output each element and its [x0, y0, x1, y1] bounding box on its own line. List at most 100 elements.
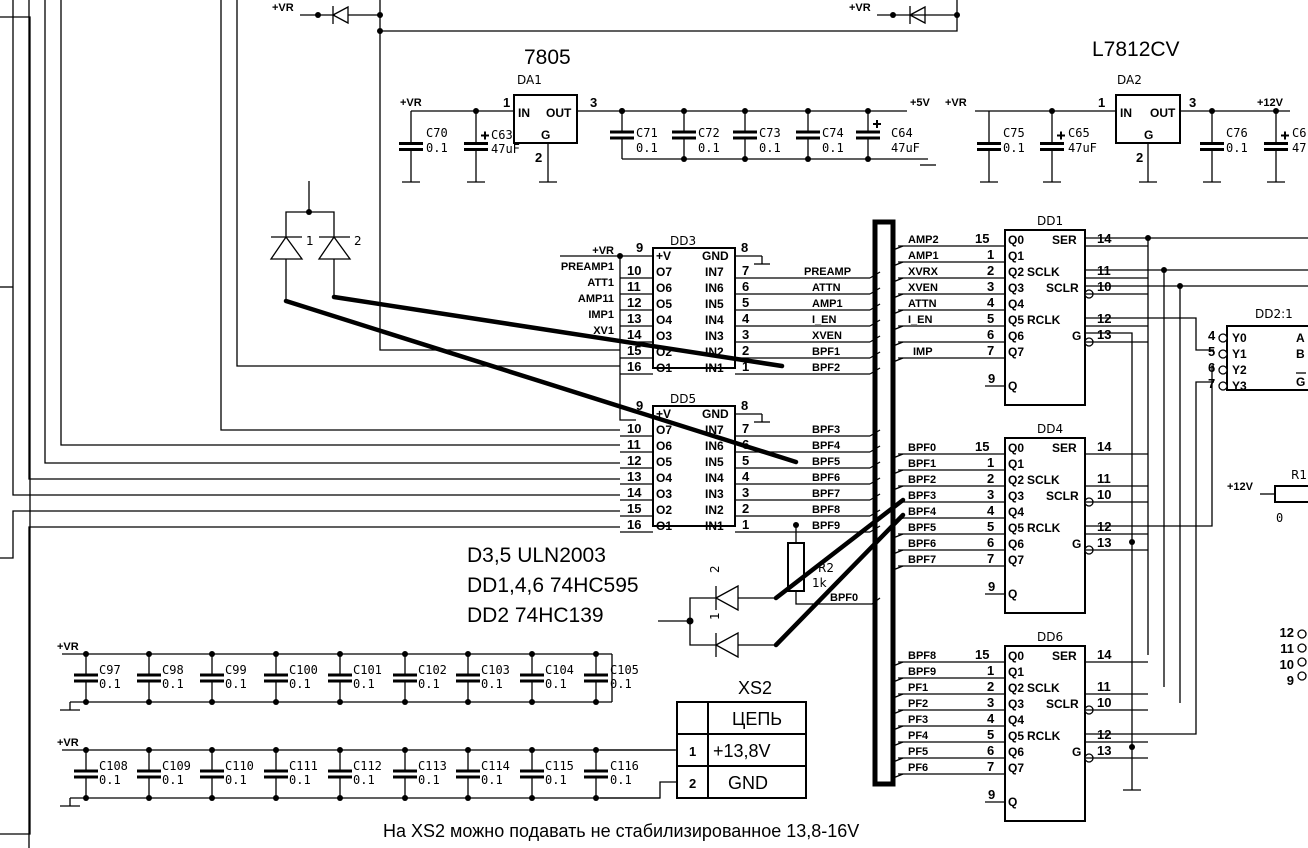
decoder-output-label: Y1 — [1232, 347, 1247, 361]
row2-supply-label: +VR — [57, 737, 79, 749]
da1-vr-label: +VR — [400, 97, 422, 109]
uln-out-label: O7 — [656, 423, 672, 437]
shift-q-label: Q4 — [1008, 505, 1024, 519]
reg-cap-value: 0.1 — [636, 141, 658, 155]
shift-net-label: BPF1 — [908, 458, 936, 470]
decoupling-cap-ref: C108 — [99, 759, 128, 773]
shift-q-pin: 15 — [975, 647, 989, 662]
bus-entry — [892, 677, 904, 683]
da1-part: 7805 — [524, 46, 571, 69]
shift-q-label: Q2 — [1008, 473, 1024, 487]
junction-dot — [402, 651, 408, 657]
bus-entry — [892, 741, 904, 747]
uln-left-net: IMP1 — [588, 309, 614, 321]
decoder-pin: 7 — [1208, 376, 1215, 391]
shift-qout-pin: 9 — [988, 787, 995, 802]
shift-q-pin: 4 — [987, 503, 995, 518]
bus-entry — [892, 485, 904, 491]
uln-right-pin: 4 — [742, 311, 750, 326]
shift-q-label: Q2 — [1008, 681, 1024, 695]
junction-dot — [473, 108, 479, 114]
uln-left-pin: 15 — [627, 501, 641, 516]
reg-cap-ref: C74 — [822, 126, 844, 140]
junction-dot — [465, 795, 471, 801]
uln-ref: DD3 — [670, 234, 696, 248]
uln-net-label: BPF6 — [812, 472, 840, 484]
shift-sclr-label: SCLR — [1046, 281, 1079, 295]
decoupling-cap-value: 0.1 — [99, 677, 121, 691]
inversion-bubble — [1297, 629, 1307, 639]
decoder-output-label: Y3 — [1232, 379, 1247, 393]
shift-q-pin: 1 — [987, 455, 994, 470]
junction-dot — [402, 747, 408, 753]
uln-left-pin: 12 — [627, 295, 641, 310]
uln-net-label: BPF4 — [812, 440, 841, 452]
note-uln: D3,5 ULN2003 — [467, 544, 606, 567]
thick-overlay-strokes — [283, 294, 906, 648]
junction-dot — [273, 747, 279, 753]
uln-net-label: BPF1 — [812, 346, 840, 358]
shift-net-label: XVRX — [908, 266, 939, 278]
shift-q-pin: 6 — [987, 535, 994, 550]
uln-in-label: IN5 — [705, 297, 724, 311]
decoder-pin: 4 — [1208, 328, 1216, 343]
reg-cap-value: 0.1 — [1003, 141, 1025, 155]
shift-q-pin: 2 — [987, 263, 994, 278]
edge-pin-label: 9 — [1287, 673, 1294, 688]
uln-left-pin: 15 — [627, 343, 641, 358]
reg-cap-ref: C76 — [1226, 126, 1248, 140]
r1-value: 0 — [1276, 511, 1283, 525]
uln-ref: DD5 — [670, 392, 696, 406]
bus-entry — [892, 565, 904, 571]
uln-right-pin: 1 — [742, 359, 749, 374]
shift-sclk-pin: 11 — [1097, 679, 1111, 694]
reg-cap-value: 47uF — [491, 142, 520, 156]
shift-q-label: Q4 — [1008, 297, 1024, 311]
shift-q-label: Q1 — [1008, 665, 1024, 679]
uln-net-label: PREAMP — [804, 266, 851, 278]
shift-net-label: ATTN — [908, 298, 937, 310]
shift-net-label: PF5 — [908, 746, 928, 758]
shift-q-pin: 1 — [987, 663, 994, 678]
inversion-bubble — [1218, 381, 1228, 391]
uln-in-label: IN2 — [705, 503, 724, 517]
xs2-ref: XS2 — [738, 678, 772, 698]
uln-left-pin: 10 — [627, 263, 641, 278]
junction-dot — [83, 699, 89, 705]
uln-left-net: +VR — [592, 245, 614, 257]
junction-dot — [83, 651, 89, 657]
bus-entry — [892, 533, 904, 539]
shift-net-label: BPF3 — [908, 490, 936, 502]
p12v-label: +12V — [1257, 97, 1284, 109]
uln-in-label: IN6 — [705, 439, 724, 453]
junction-dot — [273, 699, 279, 705]
shift-q-label: Q1 — [1008, 457, 1024, 471]
reg-cap-ref: C72 — [698, 126, 720, 140]
upper-diode-2-label: 2 — [354, 234, 362, 248]
decoupling-cap-value: 0.1 — [99, 773, 121, 787]
junction-dot — [83, 795, 89, 801]
decoupling-cap-value: 0.1 — [289, 677, 311, 691]
shift-q-pin: 3 — [987, 279, 994, 294]
dd2-ref: DD2:1 — [1255, 307, 1293, 321]
uln-left-pin: 11 — [627, 279, 641, 294]
shift-net-label: BPF0 — [908, 442, 936, 454]
uln-in-label: IN4 — [705, 313, 724, 327]
uln-right-pin: 2 — [742, 501, 749, 516]
decoupling-cap-value: 0.1 — [162, 677, 184, 691]
shift-q-label: Q0 — [1008, 233, 1024, 247]
inversion-bubble — [1218, 365, 1228, 375]
shift-q-label: Q7 — [1008, 761, 1024, 775]
uln-right-pin: 3 — [742, 327, 749, 342]
shift-sclr-pin: 10 — [1097, 695, 1111, 710]
p5v-label: +5V — [910, 97, 931, 109]
junction-dot — [529, 747, 535, 753]
uln-net-label: BPF5 — [812, 456, 840, 468]
shift-ser-label: SER — [1052, 441, 1077, 455]
reg-cap-ref: C71 — [636, 126, 658, 140]
uln-net-label: BPF8 — [812, 504, 840, 516]
shift-q-pin: 4 — [987, 711, 995, 726]
shift-net-label: IMP — [913, 346, 933, 358]
